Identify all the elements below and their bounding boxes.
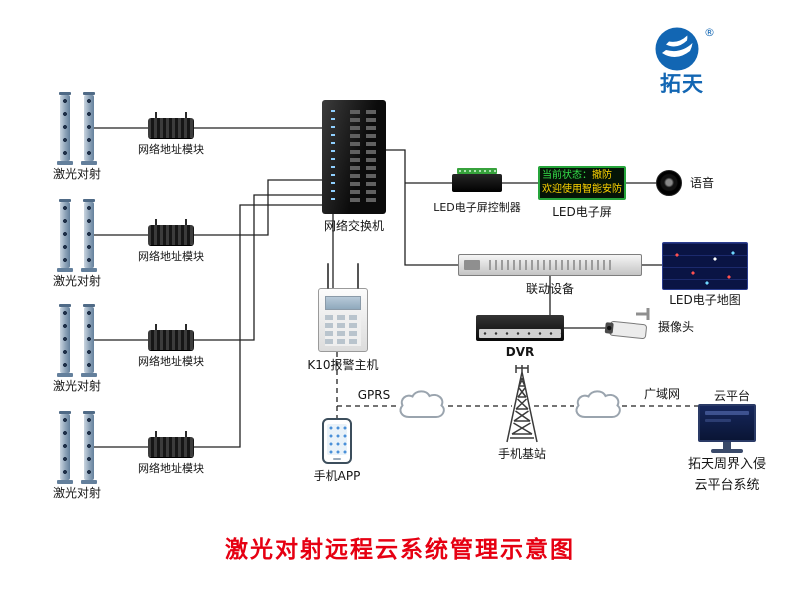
monitor-stand <box>723 442 731 449</box>
monitor-base <box>711 449 743 453</box>
base-station-tower-icon <box>506 365 538 443</box>
cloud-platform-label: 云平台 <box>713 389 750 403</box>
voice-label: 语音 <box>690 176 715 190</box>
network-module-1-label: 网络地址模块 <box>138 143 204 156</box>
cloud-icon <box>399 390 445 418</box>
cloud-platform-line1: 拓天周界入侵 <box>687 457 766 472</box>
solid-connection-wires <box>94 127 662 448</box>
led-screen: 当前状态：撤防 欢迎使用智能安防 <box>538 166 626 200</box>
led-status-value: 撤防 <box>592 170 612 181</box>
network-module-2-label: 网络地址模块 <box>138 250 204 263</box>
camera-label: 摄像头 <box>658 320 695 334</box>
laser-tower-icon <box>57 304 73 377</box>
alarm-host-label: K10报警主机 <box>307 358 379 372</box>
laser-tower-icon <box>81 411 97 484</box>
network-module-icon <box>148 219 194 245</box>
network-switch-label: 网络交换机 <box>323 219 384 233</box>
led-map-icon <box>662 242 748 290</box>
registered-trademark: ® <box>704 26 715 39</box>
dashed-connection-wires <box>336 352 698 418</box>
switch-ports <box>366 110 376 204</box>
linkage-device-icon <box>458 254 642 276</box>
laser-tower-icon <box>57 411 73 484</box>
alarm-host-keypad <box>325 315 361 346</box>
alarm-host-screen <box>325 296 361 310</box>
network-switch-icon <box>322 100 386 214</box>
base-station-label: 手机基站 <box>497 447 546 461</box>
led-welcome-text: 欢迎使用智能安防 <box>542 184 622 195</box>
laser-tower-icon <box>81 304 97 377</box>
laser-tower-icon <box>81 92 97 165</box>
led-map-label: LED电子地图 <box>669 293 741 307</box>
brand-name: 拓天 <box>660 72 704 96</box>
laser-tower-icon <box>81 199 97 272</box>
gprs-label: GPRS <box>357 388 391 402</box>
alarm-host-icon <box>318 263 368 352</box>
led-controller-icon <box>452 168 502 192</box>
switch-leds <box>331 110 335 204</box>
phone-app-icon <box>322 418 352 464</box>
logo-mark-icon <box>655 27 699 71</box>
network-module-icon <box>148 112 194 138</box>
network-module-4-label: 网络地址模块 <box>138 462 204 475</box>
wan-label: 广域网 <box>643 387 680 401</box>
dvr-icon <box>476 315 564 341</box>
laser-pair-3-label: 激光对射 <box>52 379 101 393</box>
cloud-icon <box>575 390 621 418</box>
led-status-prefix: 当前状态： <box>542 170 592 181</box>
laser-pair-4-label: 激光对射 <box>52 486 101 500</box>
led-screen-label: LED电子屏 <box>552 205 612 219</box>
diagram-title: 激光对射远程云系统管理示意图 <box>225 537 575 563</box>
phone-app-label: 手机APP <box>313 469 361 483</box>
laser-tower-icon <box>57 92 73 165</box>
camera-icon <box>604 308 650 340</box>
network-module-icon <box>148 431 194 457</box>
dvr-label: DVR <box>505 345 535 359</box>
network-module-3-label: 网络地址模块 <box>138 355 204 368</box>
cloud-platform-monitor-icon <box>698 404 756 442</box>
network-module-icon <box>148 324 194 350</box>
laser-pair-1-label: 激光对射 <box>52 167 101 181</box>
switch-ports <box>350 110 360 204</box>
brand-logo: ® 拓天 <box>644 26 720 96</box>
laser-tower-icon <box>57 199 73 272</box>
led-controller-label: LED电子屏控制器 <box>433 201 521 214</box>
linkage-device-label: 联动设备 <box>525 282 574 296</box>
speaker-icon <box>656 170 682 196</box>
laser-pair-2-label: 激光对射 <box>52 274 101 288</box>
cloud-platform-line2: 云平台系统 <box>694 478 760 493</box>
